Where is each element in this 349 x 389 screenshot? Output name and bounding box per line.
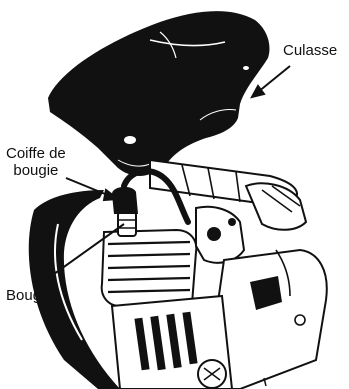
- engine-body: [29, 160, 327, 389]
- cylinder-cover: [48, 11, 269, 176]
- coiffe-label-line-2: bougie: [6, 162, 66, 179]
- culasse-label: Culasse: [283, 42, 337, 59]
- coiffe-label-line-1: Coiffe de: [6, 145, 66, 162]
- spark-plug: [118, 212, 136, 236]
- culasse-leader-line: [258, 66, 290, 92]
- bougie-label: Bougie: [6, 287, 53, 304]
- coiffe-de-bougie-label: Coiffe de bougie: [6, 145, 66, 179]
